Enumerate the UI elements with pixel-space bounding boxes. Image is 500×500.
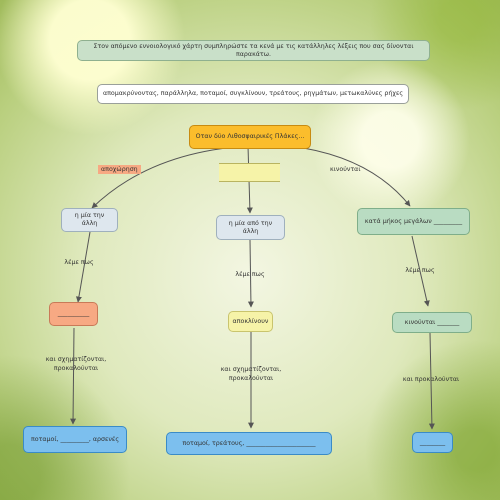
middle-node-2[interactable]: αποκλίνουν <box>228 311 273 332</box>
left-connector-2-line2: προκαλούνται <box>30 364 122 373</box>
middle-leaf-text: ποταμοί, τρεάτους, _____________________… <box>182 440 315 448</box>
edge-label-middle-blank[interactable] <box>219 163 280 182</box>
middle-connector-2: και σχηματίζονται, προκαλούνται <box>205 365 297 383</box>
right-leaf-node[interactable]: ________ <box>412 432 453 453</box>
word-bank-text: απομακρύνοντας, παράλληλα, ποταμοί, συγκ… <box>103 90 403 98</box>
middle-node-2-text: αποκλίνουν <box>233 318 269 326</box>
right-node-1-text: κατά μήκος μεγάλων _________ <box>365 218 462 226</box>
left-leaf-node[interactable]: ποταμοί, _________, αρσενές <box>23 426 127 453</box>
right-node-2-text: κινούνται _______ <box>405 319 460 327</box>
right-node-1[interactable]: κατά μήκος μεγάλων _________ <box>357 208 470 235</box>
middle-node-1[interactable]: η μία από την άλλη <box>216 215 285 240</box>
word-bank-box: απομακρύνοντας, παράλληλα, ποταμοί, συγκ… <box>97 84 409 104</box>
left-node-1[interactable]: η μία την άλλη <box>61 208 118 232</box>
edge-label-left: αποχώρηση <box>98 165 141 174</box>
edge-root-right <box>290 146 410 206</box>
left-connector-1: λέμε πως <box>59 258 99 267</box>
root-concept-text: Οταν δύο Λιθοσφαιρικές Πλάκες... <box>196 133 305 141</box>
right-leaf-text: ________ <box>420 439 445 447</box>
edge-left-2 <box>73 328 74 424</box>
edge-label-right: κινούνται <box>330 165 360 174</box>
middle-connector-2-line1: και σχηματίζονται, <box>205 365 297 374</box>
root-concept-node[interactable]: Οταν δύο Λιθοσφαιρικές Πλάκες... <box>189 125 311 149</box>
right-connector-1: λέμε πως <box>400 266 440 275</box>
left-node-2[interactable]: __________ <box>49 302 98 326</box>
left-connector-2-line1: και σχηματίζονται, <box>30 355 122 364</box>
middle-connector-1: λέμε πως <box>230 270 270 279</box>
left-node-2-text: __________ <box>58 310 89 318</box>
left-connector-2: και σχηματίζονται, προκαλούνται <box>30 355 122 373</box>
right-connector-2: και προκαλούνται <box>391 375 471 384</box>
right-node-2[interactable]: κινούνται _______ <box>392 312 472 333</box>
instruction-box: Στον απόμενο εννοιολογικό χάρτη συμπληρώ… <box>77 40 430 61</box>
left-leaf-text: ποταμοί, _________, αρσενές <box>31 436 119 444</box>
middle-connector-2-line2: προκαλούνται <box>205 374 297 383</box>
left-node-1-text: η μία την άλλη <box>66 212 113 227</box>
middle-leaf-node[interactable]: ποταμοί, τρεάτους, _____________________… <box>166 432 332 455</box>
middle-node-1-text: η μία από την άλλη <box>221 220 280 235</box>
instruction-text: Στον απόμενο εννοιολογικό χάρτη συμπληρώ… <box>82 43 425 58</box>
